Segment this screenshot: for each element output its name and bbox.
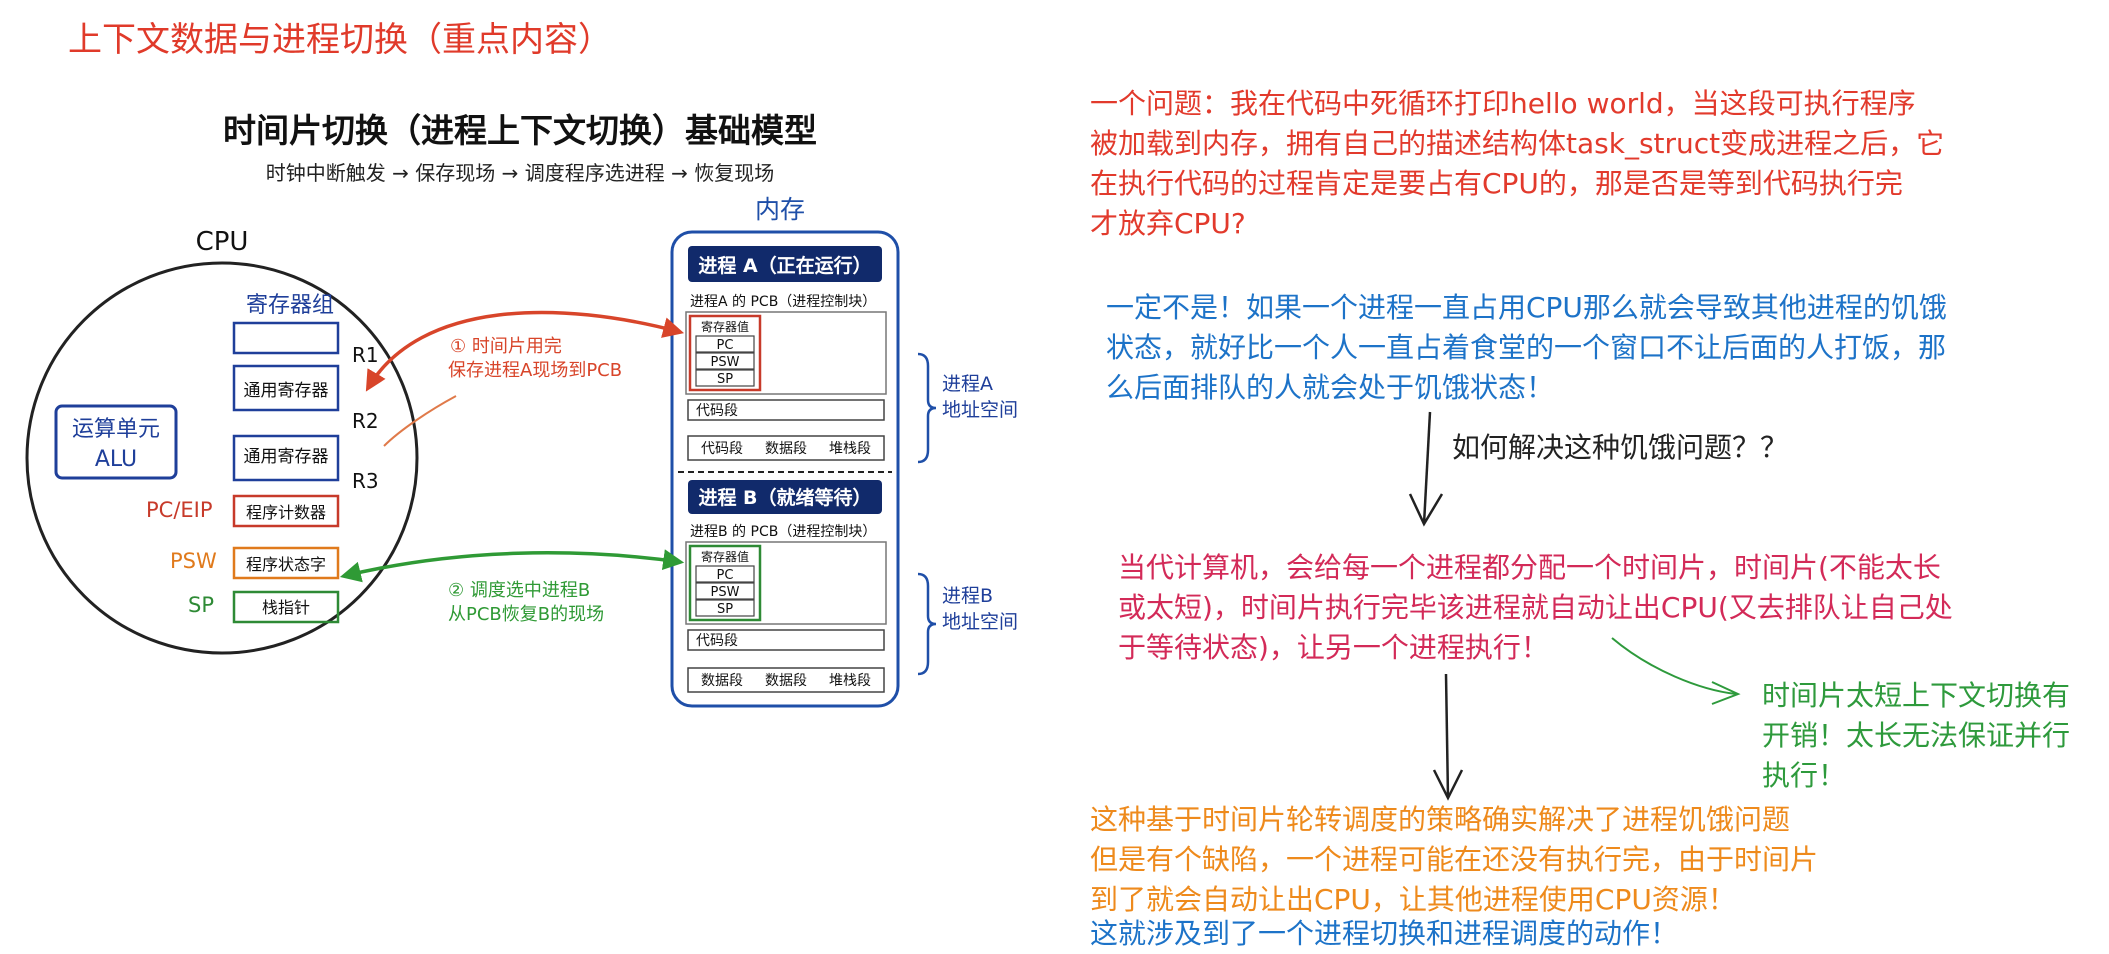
process-a-seg-stack: 堆栈段 — [829, 441, 871, 457]
psw-register-label: PSW — [170, 549, 217, 573]
psw-register-box-label: 程序状态字 — [246, 555, 326, 574]
process-a-header-label: 进程 A（正在运行） — [698, 254, 871, 277]
side-note: 时间片太短上下文切换有 开销！太长无法保证并行 执行！ — [1762, 679, 2071, 792]
register-group-label: 寄存器组 — [246, 293, 334, 318]
process-b-pc-slot — [695, 565, 755, 583]
restore-arrow-label-line1: ② 调度选中进程B — [448, 580, 590, 601]
register-r3-label: R3 — [352, 469, 379, 493]
general-register-1-box — [232, 364, 340, 412]
process-a-pcb-title: 进程A 的 PCB（进程控制块） — [690, 294, 876, 310]
pc-register-box-label: 程序计数器 — [246, 503, 326, 522]
process-b-space-label-1: 进程B — [942, 585, 993, 607]
process-b-psw-label: PSW — [711, 585, 740, 600]
cpu-label: CPU — [196, 227, 249, 257]
register-r2-label: R2 — [352, 409, 379, 433]
process-a-space-brace — [917, 352, 937, 464]
process-a-sp-label: SP — [717, 372, 733, 387]
sp-register-box — [232, 590, 340, 624]
question-note: 一个问题：我在代码中死循环打印hello world，当这段可执行程序 被加载到… — [1090, 87, 1945, 240]
process-b-sp-slot — [695, 599, 755, 617]
alu-label-line2: ALU — [95, 447, 137, 472]
process-b-pc-label: PC — [717, 568, 734, 583]
process-b-sp-label: SP — [717, 602, 733, 617]
process-a-space-label-1: 进程A — [942, 373, 993, 395]
pc-register-label: PC/EIP — [146, 498, 213, 522]
process-b-seg-stack: 堆栈段 — [829, 673, 871, 689]
side-arrow — [1611, 637, 1737, 695]
answer-note: 一定不是！如果一个进程一直占用CPU那么就会导致其他进程的饥饿 状态，就好比一个… — [1106, 291, 1947, 404]
conclusion-note: 这种基于时间片轮转调度的策略确实解决了进程饥饿问题 但是有个缺陷，一个进程可能在… — [1090, 803, 1819, 916]
restore-context-arrow — [339, 549, 685, 583]
context-switch-diagram: 时间片切换（进程上下文切换）基础模型 时钟中断触发 → 保存现场 → 调度程序选… — [25, 111, 1018, 708]
down-arrow-2 — [1444, 673, 1450, 799]
save-arrow-label-line2: 保存进程A现场到PCB — [448, 360, 622, 381]
process-b-code-segment — [687, 629, 885, 651]
process-a-seg-data: 数据段 — [765, 441, 807, 457]
general-register-2-label: 通用寄存器 — [244, 447, 329, 467]
process-a-seg-code: 代码段 — [701, 441, 743, 457]
general-register-1-label: 通用寄存器 — [244, 381, 329, 401]
process-a-pcb-box — [685, 311, 887, 395]
process-b-header — [688, 480, 882, 514]
process-b-space-label-2: 地址空间 — [942, 611, 1018, 633]
restore-arrow-label-line2: 从PCB恢复B的现场 — [448, 604, 604, 625]
process-b-psw-slot — [695, 582, 755, 600]
process-b-space-brace — [917, 572, 937, 676]
down-arrow-1 — [1422, 411, 1432, 525]
save-arrow-label-line1: ① 时间片用完 — [450, 336, 562, 357]
down-arrow-1-head — [1408, 493, 1444, 527]
process-a-sp-slot — [695, 369, 755, 387]
down-arrow-2-head — [1432, 769, 1464, 801]
time-slice-note: 当代计算机，会给每一个进程都分配一个时间片，时间片(不能太长 或太短)，时间片执… — [1118, 551, 1953, 664]
side-arrow-head — [1711, 681, 1741, 705]
process-a-segments-row — [687, 435, 885, 461]
process-b-pcb-box — [685, 541, 887, 625]
process-a-pc-slot — [695, 335, 755, 353]
memory-outline — [670, 230, 900, 708]
general-register-2-box — [232, 434, 340, 482]
sp-register-box-label: 栈指针 — [262, 598, 310, 617]
alu-box — [54, 404, 178, 480]
process-b-register-values-label: 寄存器值 — [701, 549, 749, 564]
process-a-register-values-label: 寄存器值 — [701, 319, 749, 334]
diagram-title: 时间片切换（进程上下文切换）基础模型 — [223, 111, 817, 150]
process-a-register-values-box — [688, 314, 762, 392]
process-a-psw-label: PSW — [711, 355, 740, 370]
pc-register-box — [232, 494, 340, 528]
psw-register-box — [232, 546, 340, 580]
how-to-solve-note: 如何解决这种饥饿问题？？ — [1452, 431, 1789, 464]
process-b-code-segment-label: 代码段 — [696, 633, 738, 649]
process-a-pc-label: PC — [717, 338, 734, 353]
alu-label-line1: 运算单元 — [72, 417, 160, 442]
save-context-arrow-tail — [383, 395, 457, 447]
process-a-code-segment-label: 代码段 — [696, 403, 738, 419]
cpu-circle — [25, 261, 419, 655]
register-r1-box — [232, 321, 340, 355]
sp-register-label: SP — [188, 593, 214, 617]
process-b-register-values-box — [688, 544, 762, 622]
save-context-arrow — [365, 310, 685, 392]
process-a-psw-slot — [695, 352, 755, 370]
process-b-seg-data-2: 数据段 — [765, 673, 807, 689]
diagram-subtitle: 时钟中断触发 → 保存现场 → 调度程序选进程 → 恢复现场 — [266, 161, 774, 185]
process-a-space-label-2: 地址空间 — [942, 399, 1018, 421]
process-b-header-label: 进程 B（就绪等待） — [698, 486, 871, 509]
process-b-pcb-title: 进程B 的 PCB（进程控制块） — [690, 524, 876, 540]
memory-label: 内存 — [755, 195, 805, 224]
page-title: 上下文数据与进程切换（重点内容） — [68, 20, 612, 60]
process-b-seg-data-1: 数据段 — [701, 673, 743, 689]
process-a-code-segment — [687, 399, 885, 421]
final-line-note: 这就涉及到了一个进程切换和进程调度的动作！ — [1090, 917, 1679, 950]
process-b-segments-row — [687, 667, 885, 693]
process-a-header — [688, 246, 882, 282]
